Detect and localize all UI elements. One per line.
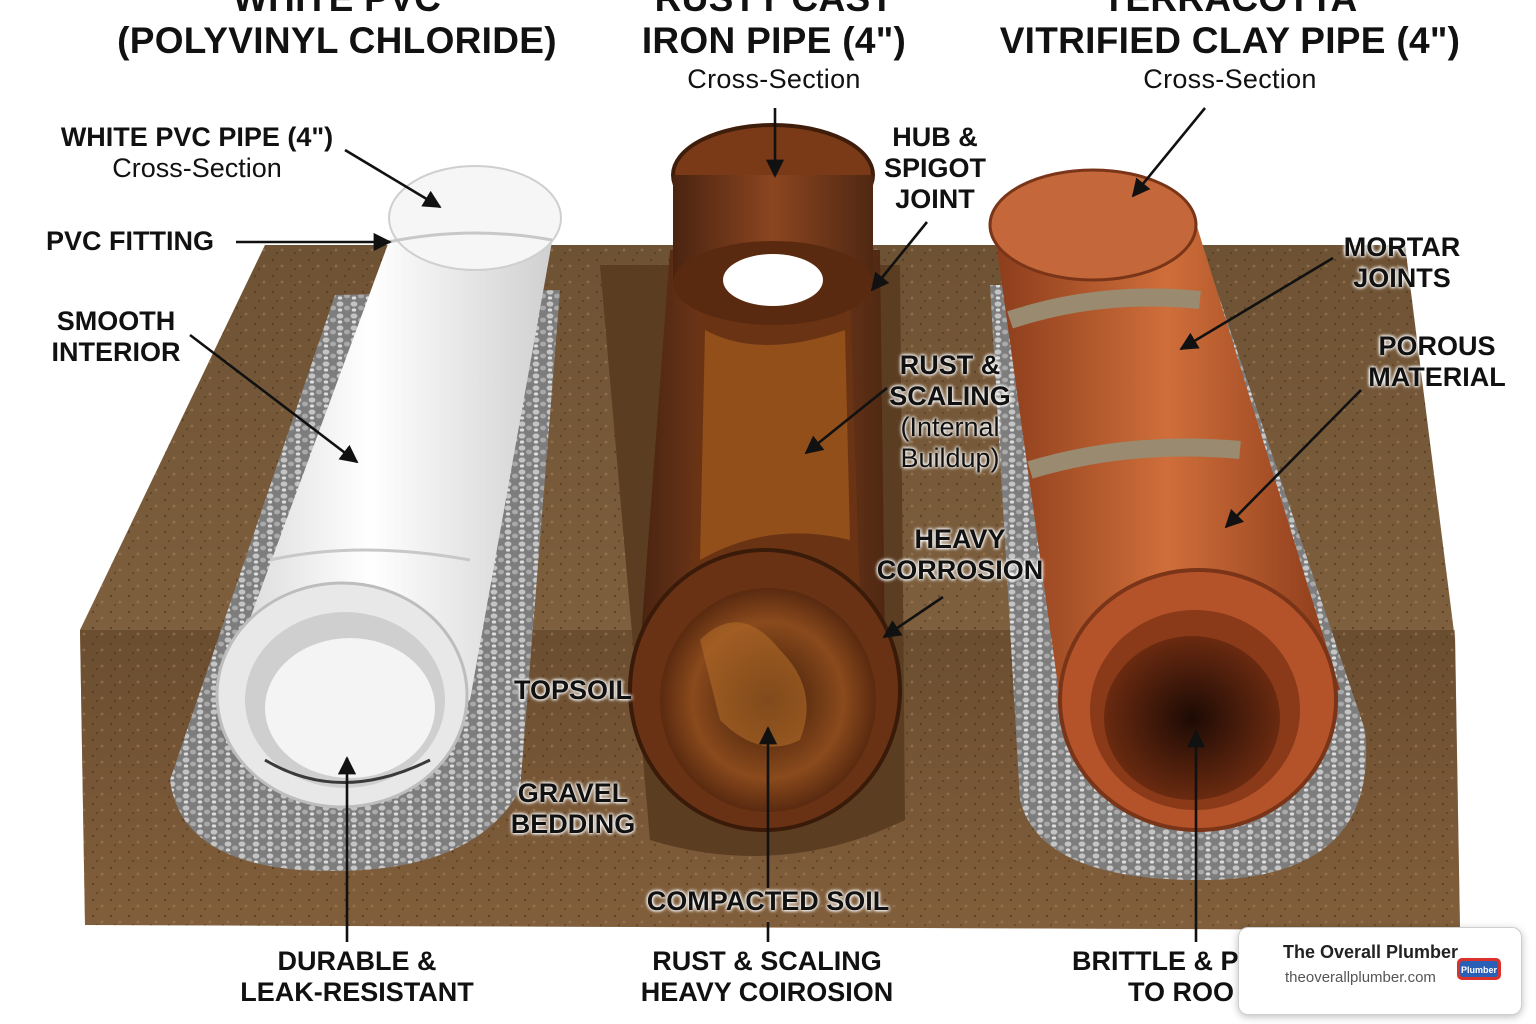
label-pvc-bottom: DURABLE &LEAK-RESISTANT <box>240 946 474 1007</box>
heading-pvc: WHITE PVC(POLYVINYL CHLORIDE) <box>117 0 557 61</box>
clay-subheading: Cross-Section <box>1143 64 1317 94</box>
cast-iron-subheading: Cross-Section <box>687 64 861 94</box>
clay-pipe <box>988 168 1340 832</box>
plumber-logo-icon: Plumber <box>1457 958 1501 980</box>
arrow-heavy-corrosion <box>882 595 944 639</box>
arrow-mortar-joints <box>1179 256 1334 351</box>
arrow-smooth-interior <box>189 333 359 464</box>
arrow-clay-cross-section <box>1131 107 1207 198</box>
arrow-porous-material <box>1224 389 1362 529</box>
arrow-hub-spigot <box>870 221 929 292</box>
label-pvc-fitting: PVC FITTING <box>46 226 214 256</box>
brand-name: The Overall Plumber <box>1283 942 1459 962</box>
arrow-rust-scaling <box>804 386 888 455</box>
brand-badge[interactable]: The Overall Plumber theoverallplumber.co… <box>1238 927 1522 1015</box>
label-pvc-pipe: WHITE PVC PIPE (4") Cross-Section <box>60 122 334 183</box>
leader-arrows <box>189 107 1362 942</box>
label-topsoil: TOPSOIL <box>513 675 633 705</box>
svg-text:Plumber: Plumber <box>1461 965 1498 975</box>
heading-cast-iron: RUSTY CASTIRON PIPE (4") Cross-Section <box>604 0 944 95</box>
brand-url: theoverallplumber.com <box>1285 969 1436 986</box>
arrow-pvc-pipe <box>344 148 442 209</box>
heading-clay: TERRACOTTAVITRIFIED CLAY PIPE (4") Cross… <box>980 0 1480 95</box>
cast-iron-pipe <box>628 123 902 832</box>
label-compacted-soil: COMPACTED SOIL <box>646 886 890 916</box>
